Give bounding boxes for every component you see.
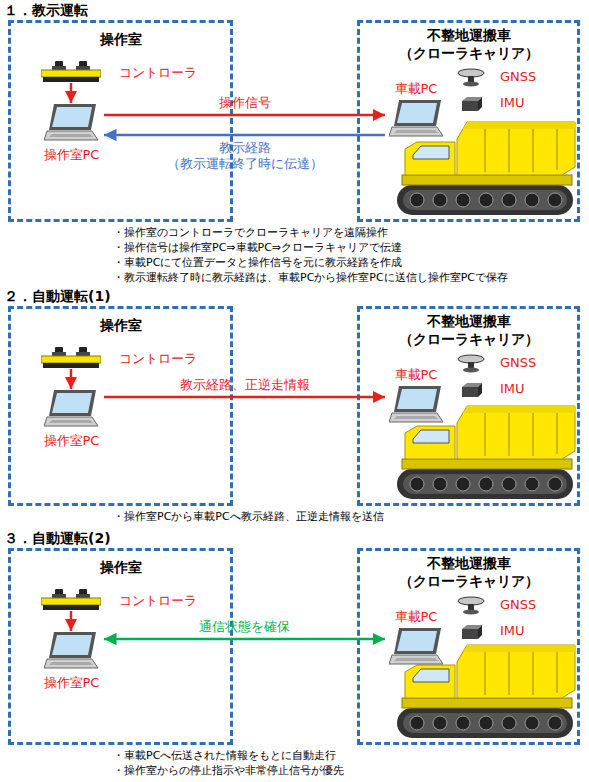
gnss-antenna-icon — [456, 595, 486, 615]
vehicle-box: 不整地運搬車 （クローラキャリア） 車載PC GNSS IMU — [357, 306, 580, 506]
controller-icon-shape — [41, 61, 101, 82]
laptop-icon — [44, 103, 99, 143]
pc-node: 車載PC — [385, 367, 447, 427]
imu-icon — [460, 382, 484, 398]
pc-node: 操作室PC — [39, 631, 104, 693]
laptop-icon — [389, 385, 444, 425]
pc-label: 操作室PC — [29, 147, 114, 163]
gnss-label: GNSS — [500, 69, 536, 85]
room-title: 操作室 — [11, 31, 230, 49]
pc-label: 操作室PC — [29, 675, 114, 691]
connector-arrow — [70, 611, 73, 631]
pc-label: 車載PC — [375, 81, 457, 97]
laptop-icon-shape — [389, 386, 443, 422]
controller-icon — [41, 347, 101, 369]
connector-arrow — [70, 83, 73, 103]
edge-label: 操作信号 — [219, 95, 271, 111]
note-text: ・教示運転終了時に教示経路は、車載PCから操作室PCに送信し操作室PCで保存 — [113, 271, 508, 285]
vehicle-title: 不整地運搬車 （クローラキャリア） — [382, 313, 555, 348]
laptop-icon-shape — [44, 632, 98, 668]
room-title: 操作室 — [11, 559, 230, 577]
connector-arrow — [104, 114, 385, 117]
pc-label: 操作室PC — [29, 433, 114, 449]
controller-icon — [41, 61, 101, 83]
pc-node: 車載PC — [385, 81, 447, 141]
imu-icon-shape — [462, 625, 482, 639]
edge-label: 教示経路 （教示運転終了時に伝達） — [157, 140, 332, 173]
laptop-icon — [44, 389, 99, 429]
edge-label: 教示経路、正逆走情報 — [180, 377, 310, 393]
room-box: 操作室コントローラ操作室PC — [8, 20, 233, 222]
room-box: 操作室コントローラ操作室PC — [8, 548, 233, 745]
laptop-icon — [44, 631, 99, 671]
gnss-antenna-icon-shape — [458, 597, 484, 615]
room-title: 操作室 — [11, 317, 230, 335]
imu-icon — [460, 96, 484, 112]
section-heading: ３．自動運転(2) — [4, 530, 111, 548]
laptop-icon-shape — [389, 628, 443, 664]
pc-node: 操作室PC — [39, 103, 104, 165]
laptop-icon-shape — [389, 100, 443, 136]
imu-label: IMU — [500, 623, 525, 639]
controller-icon — [41, 589, 101, 611]
note-text: ・操作室からの停止指示や非常停止信号が優先 — [113, 764, 344, 778]
vehicle-box: 不整地運搬車 （クローラキャリア） 車載PC GNSS IMU — [357, 20, 580, 222]
pc-label: 車載PC — [375, 609, 457, 625]
imu-icon-shape — [462, 383, 482, 397]
laptop-icon — [389, 99, 444, 139]
gnss-label: GNSS — [500, 355, 536, 371]
pc-label: 車載PC — [375, 367, 457, 383]
gnss-label: GNSS — [500, 597, 536, 613]
imu-icon — [460, 624, 484, 640]
controller-label: コントローラ — [119, 351, 197, 367]
gnss-antenna-icon-shape — [458, 69, 484, 87]
note-text: ・車載PCにて位置データと操作信号を元に教示経路を作成 — [113, 256, 402, 270]
laptop-icon-shape — [44, 390, 98, 426]
connector-arrow — [104, 396, 385, 399]
pc-node: 操作室PC — [39, 389, 104, 451]
section-heading: １．教示運転 — [4, 2, 88, 20]
controller-icon-shape — [41, 589, 101, 610]
gnss-antenna-icon — [456, 353, 486, 373]
imu-label: IMU — [500, 381, 525, 397]
vehicle-box: 不整地運搬車 （クローラキャリア） 車載PC GNSS IMU — [357, 548, 580, 745]
gnss-antenna-icon-shape — [458, 355, 484, 373]
controller-node: コントローラ — [41, 347, 206, 369]
connector-arrow — [104, 134, 385, 137]
note-text: ・操作室のコントローラでクローラキャリアを遠隔操作 — [113, 226, 388, 240]
note-text: ・操作信号は操作室PC⇒車載PC⇒クローラキャリアで伝達 — [113, 241, 402, 255]
controller-icon-shape — [41, 347, 101, 368]
laptop-icon-shape — [44, 104, 98, 140]
vehicle-title: 不整地運搬車 （クローラキャリア） — [382, 27, 555, 62]
note-text: ・車載PCへ伝送された情報をもとに自動走行 — [113, 749, 336, 763]
laptop-icon — [389, 627, 444, 667]
controller-label: コントローラ — [119, 593, 197, 609]
room-box: 操作室コントローラ操作室PC — [8, 306, 233, 506]
section-heading: ２．自動運転(1) — [4, 288, 111, 306]
controller-node: コントローラ — [41, 61, 206, 83]
imu-label: IMU — [500, 95, 525, 111]
connector-arrow — [70, 369, 73, 389]
imu-icon-shape — [462, 97, 482, 111]
pc-node: 車載PC — [385, 609, 447, 669]
controller-label: コントローラ — [119, 65, 197, 81]
note-text: ・操作室PCから車載PCへ教示経路、正逆走情報を送信 — [113, 510, 384, 524]
controller-node: コントローラ — [41, 589, 206, 611]
edge-label: 通信状態を確保 — [199, 619, 290, 635]
vehicle-title: 不整地運搬車 （クローラキャリア） — [382, 555, 555, 590]
connector-arrow — [104, 638, 385, 641]
gnss-antenna-icon — [456, 67, 486, 87]
